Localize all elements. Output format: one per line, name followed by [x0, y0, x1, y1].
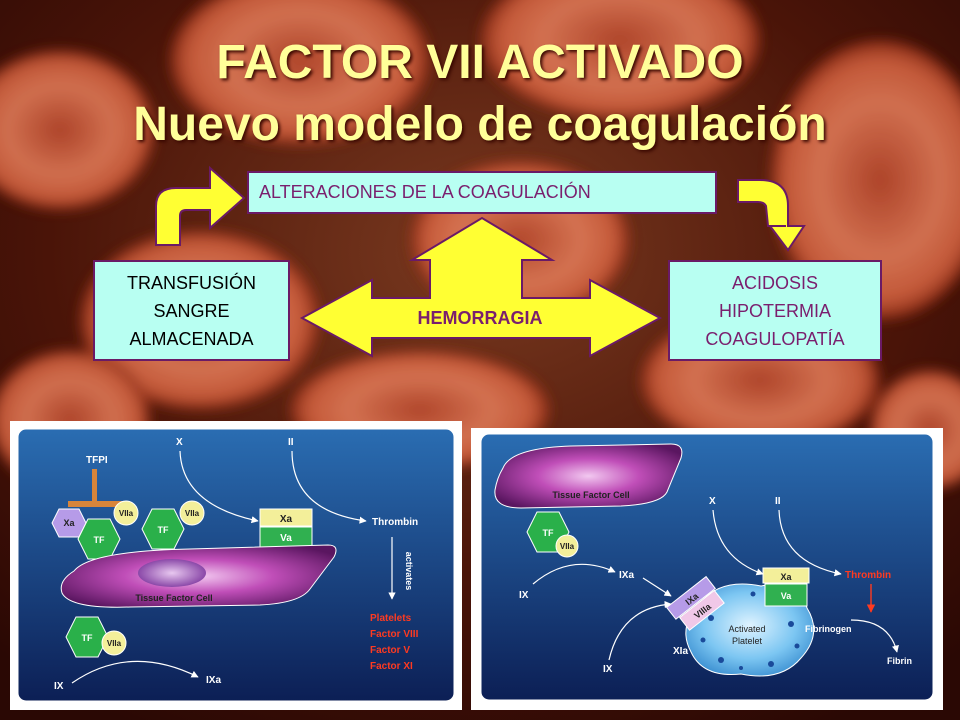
acidosis-line-2: HIPOTERMIA [718, 301, 831, 321]
cell-label: Tissue Factor Cell [552, 490, 629, 500]
complex-va-shape [764, 583, 808, 607]
title-line-2: Nuevo modelo de coagulación [133, 98, 827, 151]
tf-2-label: TF [158, 525, 169, 535]
tf-3-shape [65, 616, 109, 658]
x-label: X [176, 437, 183, 448]
activated-label: Activated [728, 624, 765, 634]
initiation-phase-panel: TFPI Xa TF VIIa TF VIIa X II Xa [10, 421, 462, 710]
x-label: X [709, 496, 716, 507]
xa-label: Xa [63, 518, 75, 528]
transfusion-line-3: ALMACENADA [129, 329, 254, 349]
ix-label: IX [54, 681, 64, 692]
viia-1-shape [113, 500, 139, 526]
fibrin-label: Fibrin [887, 656, 912, 666]
tf-3-label: TF [82, 633, 93, 643]
ixa-to-complex-arrow [642, 577, 672, 597]
ii-label: II [288, 437, 294, 448]
viia-1-label: VIIa [119, 509, 134, 518]
ii-to-thrombin-arrow [778, 509, 842, 577]
platelet-label: Platelet [732, 636, 763, 646]
ixa-label: IXa [206, 675, 221, 686]
ix-1-label: IX [519, 590, 529, 601]
tfpi-label: TFPI [86, 455, 108, 466]
propagation-diagram: Tissue Factor Cell TF VIIa X II IX IXa [480, 433, 934, 701]
tfpi-bar [68, 501, 130, 507]
cell-nucleus [138, 559, 206, 587]
hemorrhage-arrows [299, 216, 663, 358]
tfpi-stem [92, 469, 97, 501]
viia-2-shape [179, 500, 205, 526]
complex-xa-shape [762, 567, 810, 584]
ii-to-thrombin-arrow [291, 450, 367, 524]
viia-3-shape [101, 630, 127, 656]
complex-va-label: Va [280, 533, 292, 544]
tf-1-label: TF [94, 535, 105, 545]
xia-label: XIa [673, 646, 688, 657]
complex-xa-shape [259, 508, 313, 527]
fibrinogen-to-fibrin-arrow [850, 619, 899, 653]
complex-viiia-shape [678, 589, 725, 631]
complex-va-label: Va [781, 591, 793, 601]
x-to-xa-arrow [179, 450, 259, 524]
activates-label: activates [404, 552, 414, 591]
curved-arrow-up-right [155, 165, 246, 246]
viia-label: VIIa [560, 542, 575, 551]
viia-shape [555, 534, 579, 558]
complex-xa-label: Xa [280, 514, 293, 525]
complex-xa-label: Xa [780, 572, 792, 582]
title-line-1: FACTOR VII ACTIVADO [216, 36, 744, 89]
ix-to-ixa-second-arrow [608, 600, 672, 661]
target-platelets: Platelets [370, 613, 412, 624]
target-factor-viii: Factor VIII [370, 629, 419, 640]
x-to-xa-arrow [712, 509, 764, 576]
hemorrhage-label: HEMORRAGIA [417, 308, 543, 328]
ii-label: II [775, 496, 781, 507]
tf-label: TF [543, 528, 554, 538]
complex-ixa-shape [665, 575, 716, 620]
target-factor-xi: Factor XI [370, 661, 413, 672]
curved-arrow-down-right [737, 179, 806, 252]
transfusion-box: TRANSFUSIÓN SANGRE ALMACENADA [93, 260, 290, 361]
ix-to-ixa-arrow [532, 563, 616, 585]
initiation-diagram: TFPI Xa TF VIIa TF VIIa X II Xa [17, 428, 455, 702]
acidosis-box: ACIDOSIS HIPOTERMIA COAGULOPATÍA [668, 260, 882, 361]
ix-to-ixa-arrow [71, 660, 199, 684]
ixa-label: IXa [619, 570, 634, 581]
transfusion-line-2: SANGRE [153, 301, 230, 321]
coagulation-alterations-box: ALTERACIONES DE LA COAGULACIÓN [247, 171, 717, 214]
viia-2-label: VIIa [185, 509, 200, 518]
viia-3-label: VIIa [107, 639, 122, 648]
thrombin-label: Thrombin [372, 517, 418, 528]
thrombin-label: Thrombin [845, 570, 891, 581]
acidosis-line-3: COAGULOPATÍA [705, 329, 845, 349]
cell-label: Tissue Factor Cell [135, 593, 212, 603]
propagation-phase-panel: Tissue Factor Cell TF VIIa X II IX IXa [471, 428, 943, 710]
tissue-factor-cell [494, 443, 683, 509]
ix-2-label: IX [603, 664, 613, 675]
platelet-dots [700, 591, 800, 670]
transfusion-line-1: TRANSFUSIÓN [126, 273, 256, 293]
acidosis-line-1: ACIDOSIS [731, 273, 819, 293]
target-factor-v: Factor V [370, 645, 410, 656]
fibrinogen-label: Fibrinogen [805, 624, 852, 634]
